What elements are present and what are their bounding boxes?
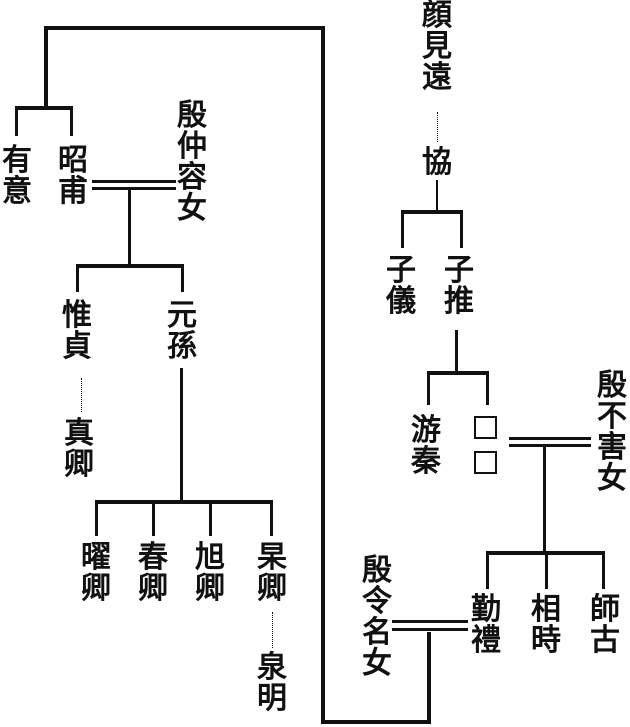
name-yin-lingming-nu: 殷令名女 — [362, 553, 392, 681]
ziyi-leg — [401, 210, 404, 248]
zitui-leg — [460, 210, 463, 248]
name-xie: 協 — [422, 145, 452, 180]
name-zitui: 子推 — [444, 253, 474, 319]
connector-right-drop — [321, 26, 325, 724]
name-shigu: 師古 — [590, 592, 620, 658]
name-yin-buhai-nu: 殷不害女 — [597, 368, 627, 496]
marriage-zhaofu-line2 — [92, 187, 176, 190]
gaoqing-leg — [270, 500, 273, 536]
name-quanming: 泉明 — [257, 650, 287, 716]
jianyuan-xie-dotted — [437, 112, 438, 142]
qinli-leg — [486, 551, 489, 589]
name-yuansun: 元孫 — [167, 298, 197, 364]
unknown-name-box-1 — [474, 416, 497, 439]
name-zhaofu: 昭甫 — [58, 143, 88, 209]
chunqing-leg — [152, 500, 155, 536]
name-xiangshi: 相時 — [531, 592, 561, 658]
name-weizhen: 惟貞 — [62, 298, 92, 364]
connector-left-drop — [44, 26, 48, 106]
connector-bottom-bar — [321, 720, 430, 724]
name-yan-jianyuan: 顔見遠 — [422, 0, 452, 95]
yuansun-stem — [180, 368, 183, 504]
marriage-buhai-line2 — [509, 444, 591, 447]
xie-stem — [436, 180, 438, 212]
name-qinli: 勤禮 — [471, 592, 501, 658]
name-youqin: 游秦 — [411, 413, 441, 479]
buhai-children-stem — [543, 444, 546, 554]
zitui-stem — [455, 330, 458, 374]
zitui-children-bar — [427, 371, 489, 375]
name-zhenqing: 真卿 — [64, 416, 94, 482]
yuansun-leg — [181, 264, 184, 292]
xie-children-bar — [401, 210, 463, 214]
name-yin-zhongrong-nu: 殷仲容女 — [177, 98, 207, 226]
bracket-youyi-zhaofu — [15, 106, 73, 110]
youqin-leg — [427, 371, 430, 405]
name-youyi: 有意 — [2, 143, 32, 209]
gaoqing-quanming-dotted — [272, 612, 273, 648]
name-chunqing: 春卿 — [138, 540, 168, 606]
connector-top-bar — [44, 26, 325, 30]
zhaofu-children-bar — [76, 264, 184, 268]
xuqing-leg — [209, 500, 212, 536]
marriage-qinli-line1 — [392, 620, 468, 623]
bracket-zhaofu-leg — [70, 106, 73, 136]
shigu-leg — [602, 551, 605, 589]
name-xuqing: 旭卿 — [195, 540, 225, 606]
weizhen-leg — [76, 264, 79, 292]
weizhen-zhenqing-dotted — [81, 378, 82, 412]
bracket-youyi-leg — [15, 106, 18, 136]
name-yaoqing: 曜卿 — [81, 540, 111, 606]
marriage-buhai-line1 — [509, 437, 591, 440]
name-gaoqing: 杲卿 — [257, 540, 287, 606]
name-ziyi: 子儀 — [386, 253, 416, 319]
yaoqing-leg — [95, 500, 98, 536]
unknown-leg — [486, 371, 489, 405]
zhaofu-children-stem — [128, 187, 131, 267]
connector-qinli-rise — [427, 632, 431, 724]
marriage-qinli-line2 — [392, 628, 468, 631]
xiangshi-leg — [545, 551, 548, 589]
marriage-zhaofu-line1 — [92, 180, 176, 183]
unknown-name-box-2 — [474, 451, 497, 474]
yuansun-children-bar — [95, 500, 273, 504]
